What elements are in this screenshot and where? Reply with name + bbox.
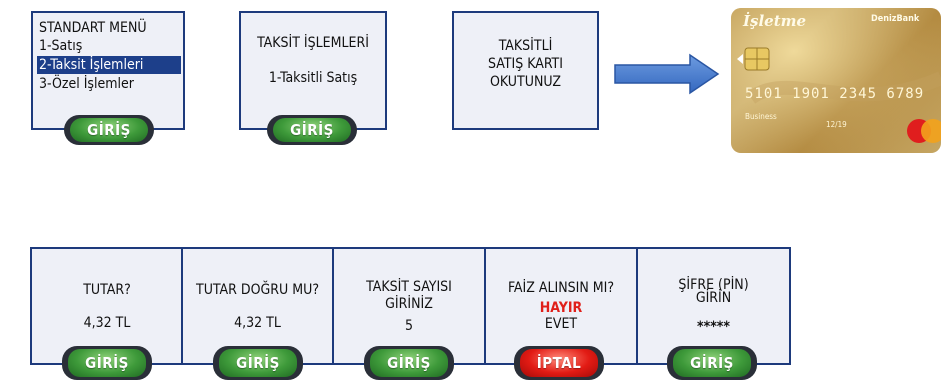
installment-screen: TAKSİT İŞLEMLERİ 1-Taksitli Satış	[239, 11, 387, 130]
confirm-value: 4,32 TL	[234, 315, 281, 331]
bottom-panel	[30, 247, 791, 365]
enter-button-label: GİRİŞ	[70, 118, 148, 142]
enter-button-label: GİRİŞ	[673, 349, 751, 377]
enter-button[interactable]: GİRİŞ	[364, 346, 454, 380]
read-card-line-1: TAKSİTLİ	[498, 38, 553, 54]
installment-option[interactable]: 1-Taksitli Satış	[268, 70, 358, 86]
amount-value: 4,32 TL	[83, 315, 131, 331]
enter-button-label: GİRİŞ	[370, 349, 448, 377]
confirm-prompt: TUTAR DOĞRU MU?	[196, 282, 319, 298]
enter-button[interactable]: GİRİŞ	[62, 346, 152, 380]
interest-option-no[interactable]: HAYIR	[539, 300, 583, 316]
read-card-line-2: SATIŞ KARTI	[488, 56, 563, 72]
read-card-line-3: OKUTUNUZ	[490, 74, 561, 90]
card-expiry: 12/19	[826, 120, 847, 129]
cancel-button-label: İPTAL	[520, 349, 598, 377]
card-label: Business	[745, 112, 777, 121]
pin-prompt-line-1: ŞİFRE (PİN)	[678, 277, 749, 293]
enter-button[interactable]: GİRİŞ	[213, 346, 303, 380]
menu-title: STANDART MENÜ	[39, 20, 147, 36]
enter-button[interactable]: GİRİŞ	[667, 346, 757, 380]
menu-item-special[interactable]: 3-Özel İşlemler	[39, 76, 134, 92]
enter-button-label: GİRİŞ	[68, 349, 146, 377]
pin-prompt-line-2: GİRİN	[695, 290, 732, 306]
menu-item-sale[interactable]: 1-Satış	[39, 38, 83, 54]
pin-screen: ŞİFRE (PİN) GİRİN *****	[638, 249, 789, 363]
cancel-button[interactable]: İPTAL	[514, 346, 604, 380]
interest-prompt: FAİZ ALINSIN MI?	[507, 280, 615, 296]
menu-screen: STANDART MENÜ 1-Satış 2-Taksit İşlemleri…	[31, 11, 185, 130]
installment-count-screen: TAKSİT SAYISI GİRİNİZ 5	[334, 249, 484, 363]
card-bank: DenizBank	[871, 14, 920, 24]
amount-screen: TUTAR? 4,32 TL	[32, 249, 182, 363]
pin-value: *****	[697, 319, 730, 335]
interest-option-yes[interactable]: EVET	[544, 316, 578, 332]
enter-button-label: GİRİŞ	[273, 118, 351, 142]
enter-button-label: GİRİŞ	[219, 349, 297, 377]
card-number: 5101 1901 2345 6789	[745, 86, 925, 102]
amount-prompt: TUTAR?	[83, 282, 131, 298]
confirm-screen: TUTAR DOĞRU MU? 4,32 TL	[183, 249, 332, 363]
menu-item-installment[interactable]: 2-Taksit İşlemleri	[37, 56, 181, 74]
credit-card-image: İşletme DenizBank 5101 1901 2345 6789 Bu…	[731, 8, 941, 153]
card-brand: İşletme	[743, 12, 807, 30]
installment-title: TAKSİT İŞLEMLERİ	[257, 35, 369, 51]
enter-button[interactable]: GİRİŞ	[64, 115, 154, 145]
read-card-screen: TAKSİTLİ SATIŞ KARTI OKUTUNUZ	[452, 11, 599, 130]
count-value: 5	[404, 318, 413, 334]
interest-screen: FAİZ ALINSIN MI? HAYIR EVET	[486, 249, 636, 363]
count-prompt-line-1: TAKSİT SAYISI	[366, 279, 452, 295]
count-prompt-line-2: GİRİNİZ	[385, 296, 433, 312]
enter-button[interactable]: GİRİŞ	[267, 115, 357, 145]
arrow-right-icon	[614, 53, 720, 95]
